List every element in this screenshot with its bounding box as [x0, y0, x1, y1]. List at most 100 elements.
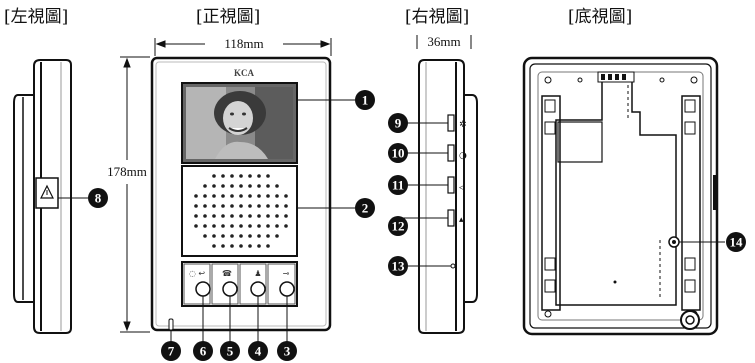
speaker-hole	[221, 174, 225, 178]
speaker-hole	[230, 194, 234, 198]
speaker-hole	[230, 184, 234, 188]
speaker-hole	[266, 234, 270, 238]
reset-hole	[450, 263, 456, 269]
speaker-hole	[284, 194, 288, 198]
intercom-button: ☎	[211, 263, 239, 305]
intercom-icon: ☎	[222, 269, 232, 278]
contrast-icon: ◑	[459, 151, 467, 161]
speaker-hole	[239, 214, 243, 218]
speaker-hole	[257, 184, 261, 188]
speaker-hole	[248, 214, 252, 218]
speaker-hole	[257, 234, 261, 238]
depth-label: 36mm	[427, 34, 460, 49]
svg-text:12: 12	[392, 219, 405, 234]
speaker-hole	[266, 174, 270, 178]
speaker-hole	[275, 234, 279, 238]
speaker-hole	[239, 194, 243, 198]
speaker-hole	[266, 224, 270, 228]
bottom-view-title: [底視圖]	[568, 7, 632, 27]
callout-12: 12	[388, 216, 408, 236]
speaker-hole	[194, 194, 198, 198]
speaker-hole	[248, 234, 252, 238]
speaker-hole	[266, 204, 270, 208]
speaker-hole	[203, 224, 207, 228]
speaker-hole	[194, 224, 198, 228]
speaker-hole	[257, 244, 261, 248]
speaker-hole	[212, 174, 216, 178]
speaker-hole	[257, 194, 261, 198]
depth-dimension	[416, 35, 472, 49]
speaker-hole	[248, 244, 252, 248]
speaker-hole	[248, 204, 252, 208]
callout-3: 3	[277, 341, 297, 361]
speaker-hole	[221, 244, 225, 248]
speaker-holes	[194, 174, 288, 248]
warning-triangle-icon	[40, 184, 54, 199]
svg-text:9: 9	[395, 116, 402, 131]
speaker-hole	[239, 184, 243, 188]
brand-logo: KCA	[234, 68, 255, 78]
svg-text:13: 13	[392, 259, 406, 274]
speaker-hole	[203, 234, 207, 238]
speaker-hole	[266, 244, 270, 248]
unlock-button: ⊸	[267, 263, 296, 305]
speaker-hole	[239, 204, 243, 208]
microphone	[168, 318, 174, 331]
left-side-view	[13, 59, 88, 334]
speaker-hole	[212, 214, 216, 218]
front-view: KCA ◌ ↩ ☎	[150, 56, 355, 345]
speaker-hole	[203, 184, 207, 188]
speaker-hole	[275, 214, 279, 218]
svg-text:7: 7	[168, 344, 175, 359]
unlock-icon: ⊸	[283, 269, 290, 278]
speaker-hole	[221, 204, 225, 208]
speaker-hole	[230, 174, 234, 178]
callout-8: 8	[88, 188, 108, 208]
speaker-hole	[212, 204, 216, 208]
speaker-hole	[212, 194, 216, 198]
speaker-hole	[221, 234, 225, 238]
speaker-hole	[221, 184, 225, 188]
monitor-icon: ◌ ↩	[189, 269, 206, 278]
speaker-hole	[257, 224, 261, 228]
speaker-hole	[275, 184, 279, 188]
speaker-hole	[266, 184, 270, 188]
speaker-hole	[248, 224, 252, 228]
speaker-hole	[212, 244, 216, 248]
speaker-hole	[203, 204, 207, 208]
speaker-hole	[221, 224, 225, 228]
right-view-title: [右視圖]	[405, 7, 469, 27]
svg-text:1: 1	[362, 93, 369, 108]
callout-11: 11	[388, 175, 408, 195]
speaker-hole	[266, 214, 270, 218]
speaker-hole	[239, 224, 243, 228]
speaker-hole	[257, 204, 261, 208]
speaker-hole	[212, 224, 216, 228]
svg-text:14: 14	[730, 235, 744, 250]
speaker-grille	[181, 165, 298, 257]
speaker-hole	[194, 214, 198, 218]
speaker-hole	[248, 194, 252, 198]
volume-icon: ◃	[459, 183, 464, 193]
speaker-hole	[275, 224, 279, 228]
rear-view	[522, 56, 725, 336]
speaker-hole	[230, 244, 234, 248]
user-button: ♟	[239, 263, 267, 305]
user-icon: ♟	[254, 269, 261, 278]
callout-13: 13	[388, 256, 408, 276]
callout-7: 7	[161, 341, 181, 361]
speaker-hole	[275, 194, 279, 198]
speaker-hole	[221, 194, 225, 198]
height-label: 178mm	[107, 164, 147, 179]
speaker-hole	[203, 214, 207, 218]
speaker-hole	[230, 234, 234, 238]
speaker-hole	[239, 174, 243, 178]
width-dimension	[154, 38, 332, 56]
width-label: 118mm	[224, 36, 263, 51]
svg-text:10: 10	[392, 146, 405, 161]
svg-text:3: 3	[284, 344, 291, 359]
left-view-title: [左視圖]	[4, 7, 68, 27]
right-side-view: ✲ ◑ ◃ ▴	[398, 59, 478, 334]
svg-text:4: 4	[255, 344, 262, 359]
